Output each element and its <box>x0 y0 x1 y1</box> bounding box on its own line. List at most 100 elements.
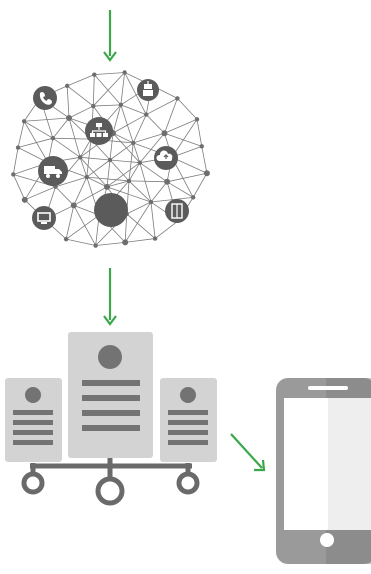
network-link <box>139 162 152 203</box>
network-node <box>126 178 132 184</box>
bus-connector <box>21 471 45 495</box>
network-link <box>109 142 134 161</box>
network-link <box>192 173 208 198</box>
network-link <box>67 74 95 87</box>
server-center <box>68 332 153 458</box>
network-link <box>79 138 92 158</box>
network-link <box>68 105 94 119</box>
cloud-upload-icon <box>154 146 178 170</box>
network-node <box>50 135 56 141</box>
network-link <box>109 159 130 182</box>
network-link <box>73 186 108 206</box>
network-node <box>164 178 171 185</box>
network-link <box>164 132 202 147</box>
robot-icon <box>137 79 159 101</box>
phone-icon <box>33 86 57 110</box>
arrow-in <box>103 10 117 62</box>
network-link <box>52 137 81 158</box>
monitor-icon <box>32 206 56 230</box>
network-link <box>109 133 114 161</box>
network-link <box>66 85 94 107</box>
network-link <box>128 142 134 181</box>
network-node <box>203 170 210 177</box>
network-node <box>199 144 204 149</box>
iot-network <box>11 70 210 248</box>
server-cluster <box>5 332 217 506</box>
network-node <box>66 114 73 121</box>
bus-connector <box>95 476 125 506</box>
network-node <box>148 199 154 205</box>
network-link <box>167 172 207 183</box>
network-link <box>106 159 111 187</box>
network-node <box>92 72 97 77</box>
network-link <box>109 159 140 164</box>
network-link <box>150 181 168 203</box>
network-link <box>154 220 179 239</box>
network-link <box>201 146 208 174</box>
center-hub-icon <box>94 193 128 227</box>
bus-connector <box>176 471 200 495</box>
network-node <box>190 195 196 200</box>
network-link <box>120 104 134 144</box>
network-node <box>63 236 69 242</box>
network-link <box>166 181 194 198</box>
network-link <box>65 205 75 240</box>
network-link <box>146 98 178 115</box>
mobile-device <box>276 378 371 564</box>
network-link <box>17 137 53 148</box>
server-left <box>5 378 62 462</box>
network-node <box>21 196 28 203</box>
network-node <box>70 202 77 209</box>
network-node <box>161 130 168 137</box>
arrow-right <box>230 433 266 472</box>
truck-icon <box>38 156 68 186</box>
network-link <box>124 201 152 243</box>
network-link <box>95 241 126 246</box>
network-link <box>133 132 165 144</box>
network-link <box>164 118 198 134</box>
network-link <box>12 147 19 175</box>
network-link <box>23 121 49 163</box>
network-link <box>52 137 92 140</box>
network-link <box>65 214 100 240</box>
network-link <box>80 156 111 161</box>
network-link <box>79 157 88 178</box>
network-link <box>164 98 178 134</box>
network-link <box>24 117 70 122</box>
network-link <box>171 119 198 158</box>
network-link <box>106 180 130 188</box>
network-link <box>132 142 141 163</box>
phone-home-button <box>320 533 334 547</box>
appliance-icon <box>165 199 189 223</box>
network-link <box>132 114 147 144</box>
network-node <box>84 174 89 180</box>
network-node <box>194 117 200 122</box>
phone-speaker <box>308 386 348 390</box>
network-link <box>126 213 156 239</box>
network-node <box>122 239 129 246</box>
network-link <box>55 186 75 206</box>
network-link <box>124 213 128 243</box>
network-link <box>66 238 96 246</box>
network-link <box>139 162 168 183</box>
network-node <box>91 103 96 109</box>
network-link <box>196 119 203 147</box>
network-node <box>107 157 113 163</box>
network-link <box>12 174 26 200</box>
network-link <box>68 117 81 158</box>
network-node <box>11 172 16 177</box>
network-link <box>125 238 156 243</box>
network-link <box>126 201 152 215</box>
network-node <box>131 140 136 146</box>
server-bus <box>21 458 200 506</box>
server-right <box>160 378 217 462</box>
network-link <box>112 104 122 134</box>
network-link <box>23 120 54 139</box>
network-node <box>137 160 143 165</box>
network-link <box>124 72 147 115</box>
network-node <box>118 102 124 108</box>
network-node <box>64 83 70 89</box>
network-link <box>94 72 125 76</box>
network-link <box>145 114 165 134</box>
